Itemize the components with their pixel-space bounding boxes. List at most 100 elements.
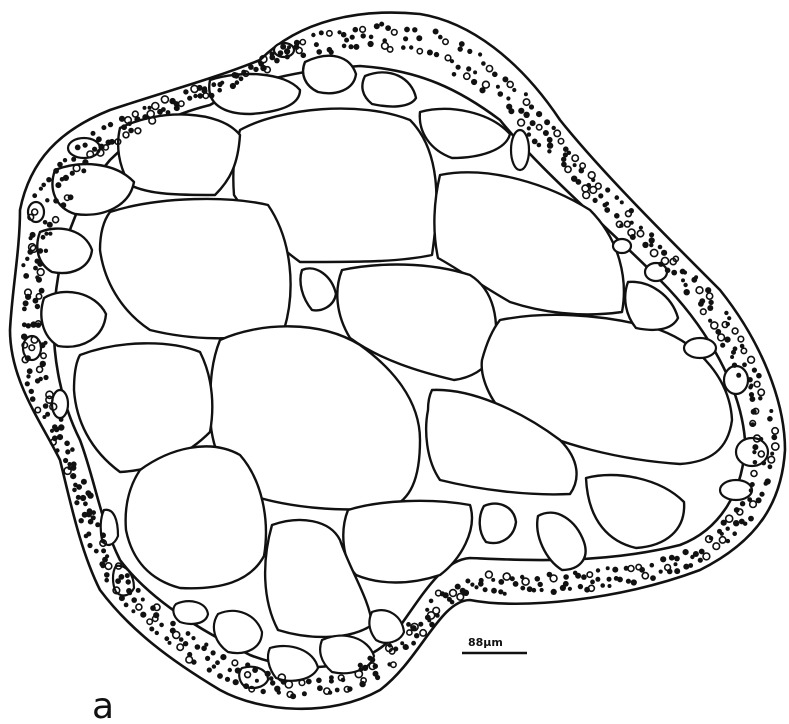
stipple-dot xyxy=(651,249,658,256)
stipple-dot xyxy=(498,579,504,585)
stipple-dot xyxy=(358,667,363,672)
stipple-dot xyxy=(691,277,697,283)
stipple-dot xyxy=(46,391,53,398)
stipple-dot xyxy=(481,61,486,66)
stipple-dot xyxy=(301,53,307,59)
stipple-dot xyxy=(578,584,583,589)
stipple-dot xyxy=(337,30,341,34)
stipple-dot xyxy=(211,82,216,87)
stipple-dot xyxy=(637,230,643,236)
stipple-dot xyxy=(374,23,380,29)
stipple-dot xyxy=(255,679,259,683)
stipple-dot xyxy=(211,650,216,655)
stipple-dot xyxy=(661,250,667,256)
stipple-dot xyxy=(498,91,504,97)
stipple-dot xyxy=(407,630,412,635)
stipple-dot xyxy=(83,143,88,148)
stipple-dot xyxy=(721,520,727,526)
stipple-dot xyxy=(639,226,643,230)
stipple-dot xyxy=(751,471,757,477)
stipple-dot xyxy=(768,456,775,463)
stipple-dot xyxy=(233,679,239,685)
stipple-dot xyxy=(207,667,212,672)
stipple-dot xyxy=(669,555,675,561)
stipple-dot xyxy=(46,177,51,182)
stipple-dot xyxy=(741,348,746,353)
stipple-dot xyxy=(486,571,493,578)
stipple-dot xyxy=(607,577,612,582)
stipple-dot xyxy=(583,192,590,199)
stipple-dot xyxy=(619,223,623,227)
stipple-dot xyxy=(91,515,96,520)
stipple-dot xyxy=(698,558,703,563)
stipple-dot xyxy=(302,691,307,696)
stipple-dot xyxy=(598,193,603,198)
stipple-dot xyxy=(41,353,46,358)
stipple-dot xyxy=(535,576,541,582)
stipple-dot xyxy=(368,41,374,47)
stipple-dot xyxy=(479,87,485,93)
peripheral-cell xyxy=(209,74,300,114)
stipple-dot xyxy=(367,656,372,661)
stipple-dot xyxy=(314,42,319,47)
stipple-dot xyxy=(284,48,290,54)
stipple-dot xyxy=(195,644,201,650)
large-cell xyxy=(118,114,240,195)
stipple-dot xyxy=(26,374,30,378)
stipple-dot xyxy=(361,33,366,38)
stipple-dot xyxy=(761,461,766,466)
stipple-dot xyxy=(155,631,159,635)
peripheral-cell xyxy=(720,480,752,500)
stipple-dot xyxy=(104,578,109,583)
stipple-dot xyxy=(455,584,461,590)
stipple-dot xyxy=(458,46,463,51)
stipple-dot xyxy=(353,44,359,50)
stipple-dot xyxy=(248,64,254,70)
stipple-dot xyxy=(573,571,578,576)
stipple-dot xyxy=(217,82,222,87)
stipple-dot xyxy=(538,582,543,587)
stipple-dot xyxy=(52,435,58,441)
stipple-dot xyxy=(434,52,439,57)
stipple-dot xyxy=(316,678,322,684)
stipple-dot xyxy=(770,452,774,456)
stipple-dot xyxy=(759,492,764,497)
stipple-dot xyxy=(547,142,553,148)
stipple-dot xyxy=(620,200,624,204)
stipple-dot xyxy=(429,622,435,628)
stipple-dot xyxy=(726,527,730,531)
stipple-dot xyxy=(748,516,754,522)
stipple-dot xyxy=(75,145,81,151)
stipple-dot xyxy=(496,85,500,89)
stipple-dot xyxy=(58,424,64,430)
peripheral-cell xyxy=(369,610,404,643)
stipple-dot xyxy=(131,609,135,613)
stipple-dot xyxy=(740,501,745,506)
stipple-dot xyxy=(726,515,733,522)
stipple-dot xyxy=(41,235,46,240)
stipple-dot xyxy=(754,381,760,387)
stipple-dot xyxy=(748,356,755,363)
stipple-dot xyxy=(674,556,680,562)
stipple-dot xyxy=(572,155,578,161)
stipple-dot xyxy=(209,93,215,99)
stipple-dot xyxy=(540,588,544,592)
stipple-dot xyxy=(100,532,106,538)
stipple-dot xyxy=(36,277,42,283)
stipple-dot xyxy=(76,484,82,490)
stipple-dot xyxy=(79,518,84,523)
stipple-dot xyxy=(630,234,636,240)
stipple-dot xyxy=(732,531,737,536)
stipple-dot xyxy=(37,269,44,276)
stipple-dot xyxy=(217,673,223,679)
stipple-dot xyxy=(22,307,27,312)
stipple-dot xyxy=(21,334,27,340)
stipple-dot xyxy=(38,377,43,382)
stipple-dot xyxy=(558,139,563,144)
stipple-dot xyxy=(684,289,690,295)
stipple-dot xyxy=(758,396,762,400)
stipple-dot xyxy=(576,179,582,185)
stipple-dot xyxy=(63,158,67,162)
stipple-dot xyxy=(179,637,184,642)
stipple-dot xyxy=(452,72,457,77)
